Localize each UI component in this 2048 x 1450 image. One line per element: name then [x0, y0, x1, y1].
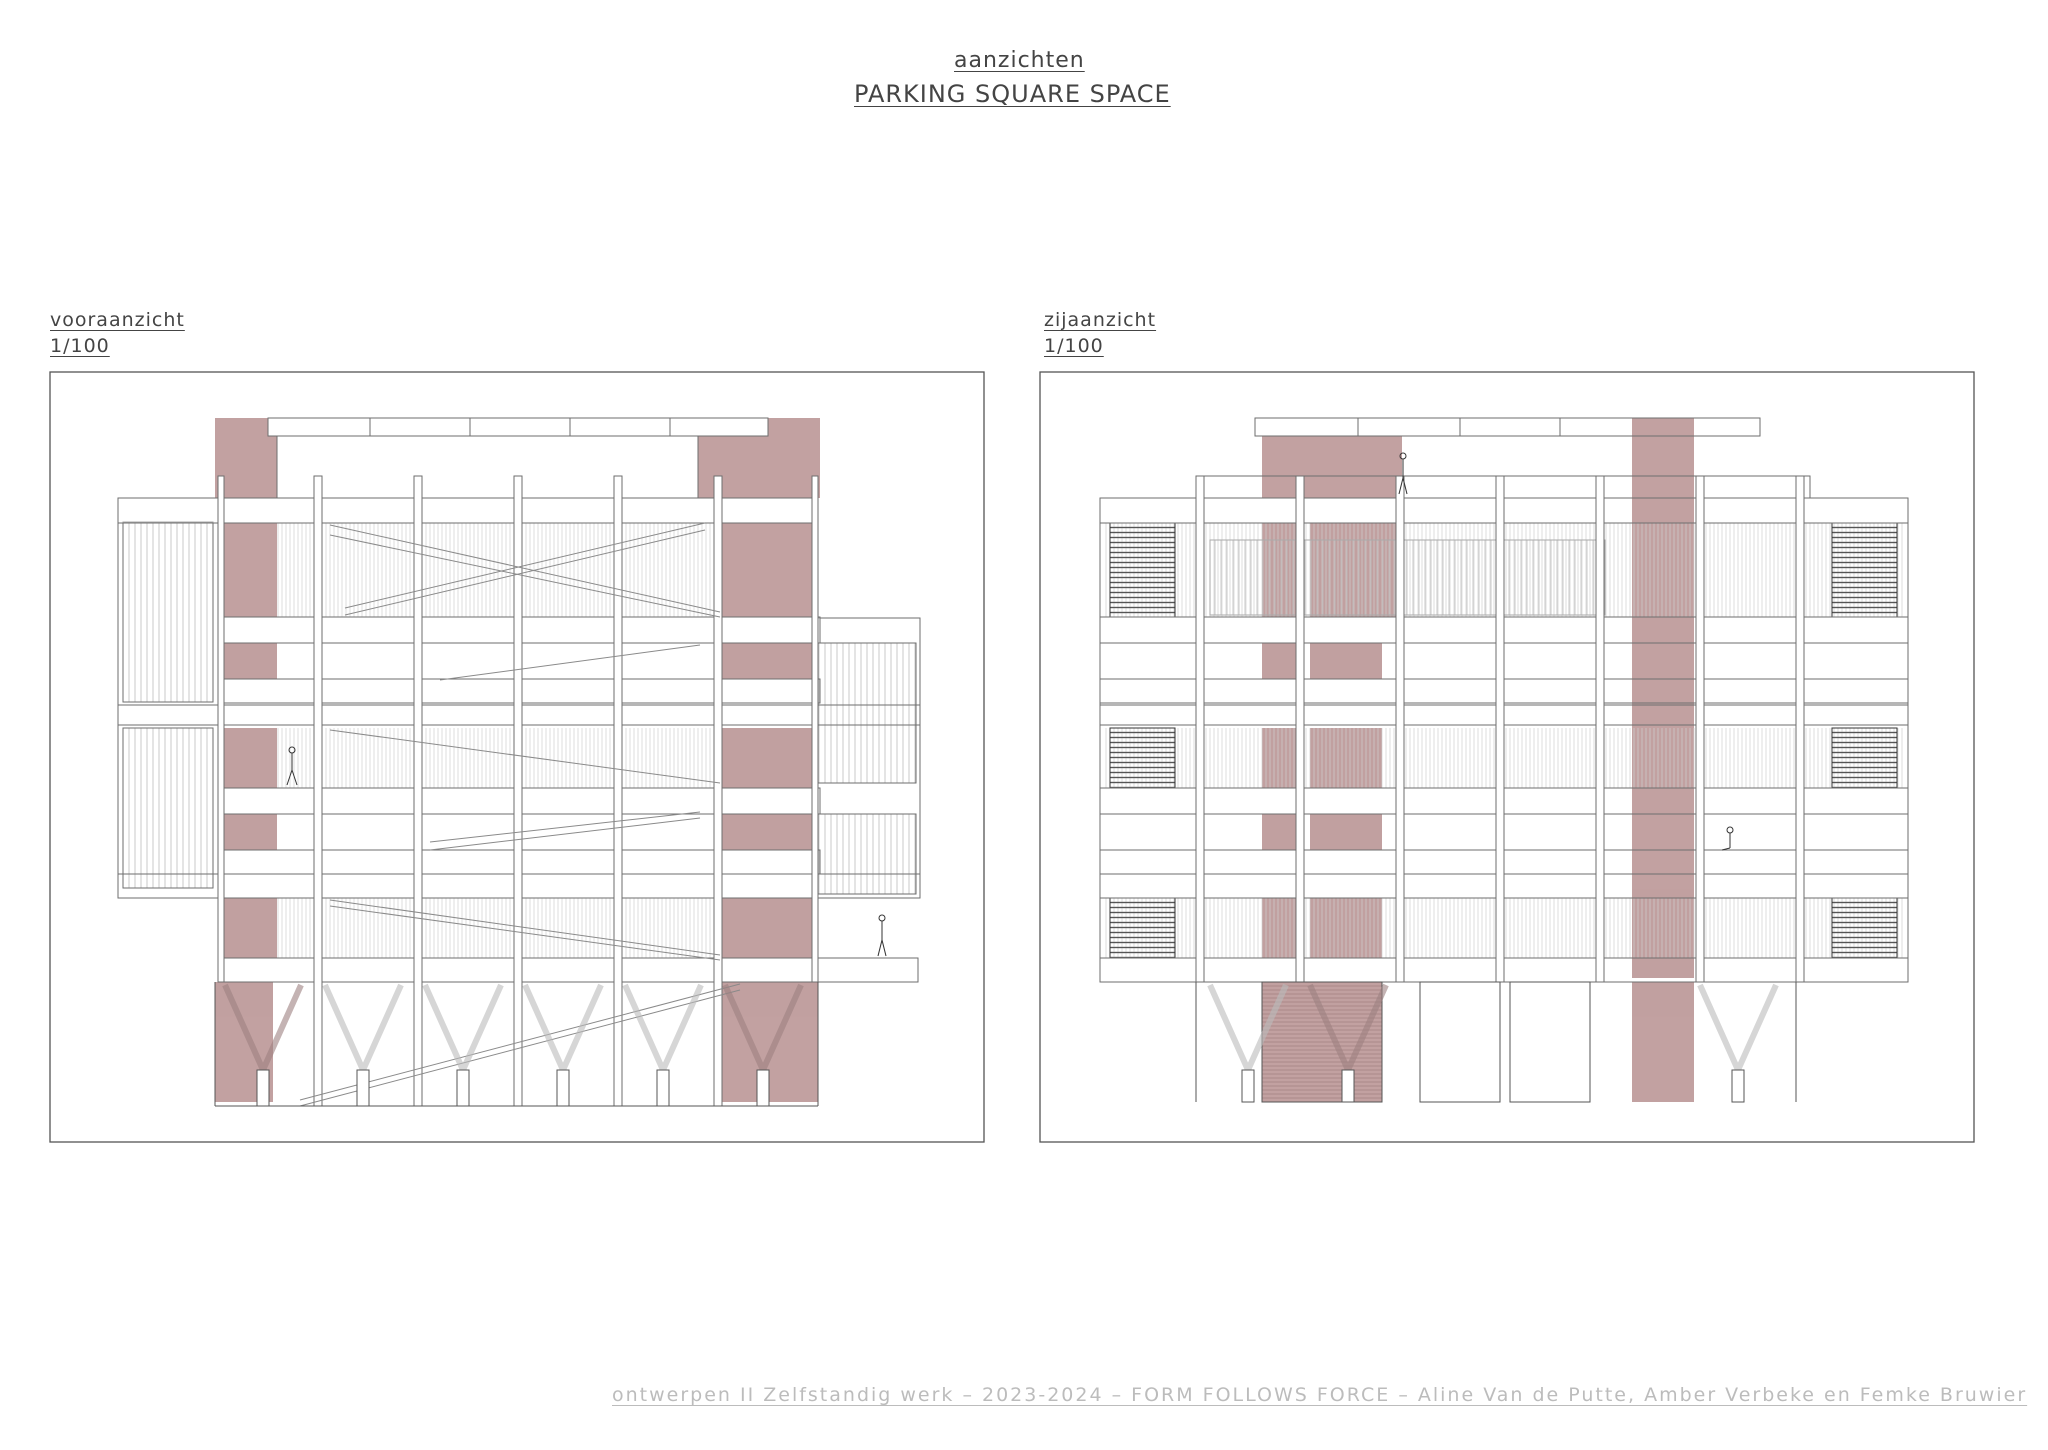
front-accent-panels: [215, 418, 820, 1102]
front-elevation: [49, 371, 985, 1143]
side-view-frame: [1039, 371, 1975, 1143]
side-ground-structure: [1195, 981, 1797, 1103]
front-view-label: vooraanzicht: [50, 309, 185, 331]
front-ramps: [299, 522, 741, 1107]
side-view-label: zijaanzicht: [1044, 309, 1157, 331]
sheet-subtitle: PARKING SQUARE SPACE: [854, 80, 1171, 108]
sheet-footer: ontwerpen II Zelfstandig werk – 2023-202…: [612, 1384, 2028, 1406]
sheet-title: aanzichten: [954, 48, 1085, 73]
front-view-scale: 1/100: [50, 335, 110, 357]
front-view-frame: [49, 371, 985, 1143]
side-people: [1398, 452, 1734, 851]
side-elevation: [1039, 371, 1975, 1143]
front-tree-columns: [214, 982, 819, 1107]
front-people: [286, 746, 887, 957]
side-louvres: [1109, 522, 1898, 959]
side-view-scale: 1/100: [1044, 335, 1104, 357]
front-columns: [217, 475, 819, 1107]
